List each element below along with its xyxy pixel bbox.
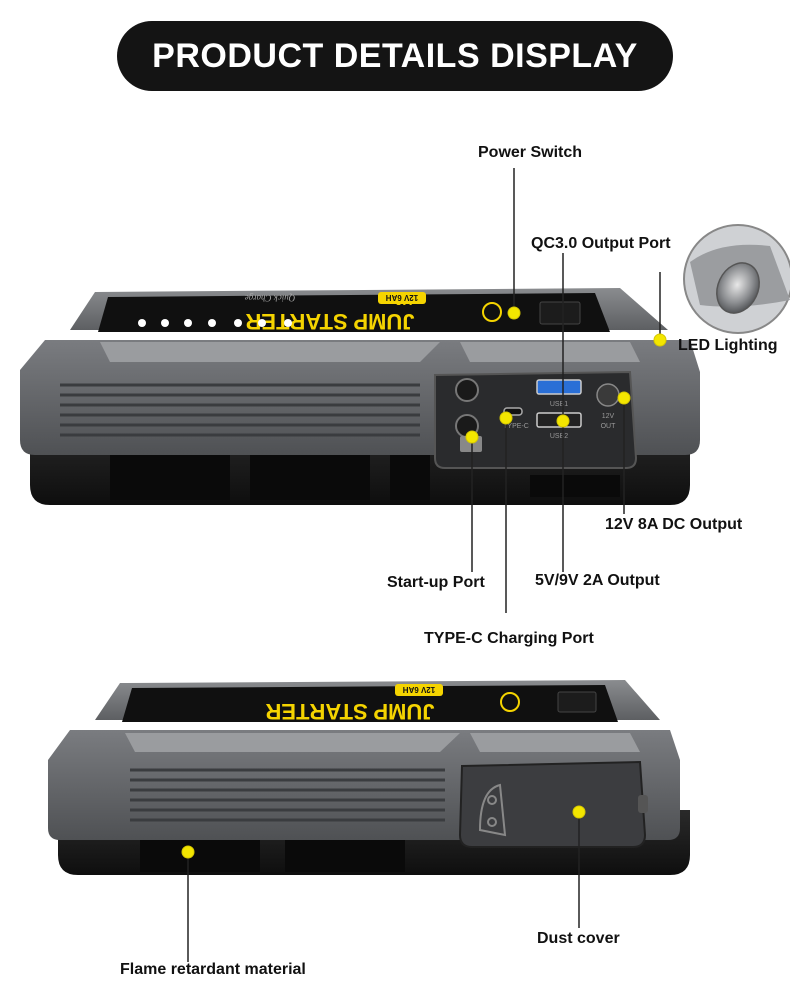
brand-text: JUMP STARTER (245, 309, 414, 334)
spec-text: 12V 6AH (386, 293, 419, 302)
title-banner: PRODUCT DETAILS DISPLAY (117, 21, 673, 91)
dc-output-label: 12V 8A DC Output (605, 516, 743, 533)
qc-output-label: QC3.0 Output Port (531, 235, 671, 252)
page-title: PRODUCT DETAILS DISPLAY (152, 36, 638, 75)
usb2-label: USB2 (550, 433, 568, 440)
led-lens-inset (683, 224, 790, 334)
callout-dots-bottom (181, 805, 586, 859)
startup-port-upper[interactable] (455, 378, 479, 402)
startup-port-label: Start-up Port (387, 574, 485, 591)
dc-out-label: OUT (601, 423, 617, 430)
dc-12v-label: 12V (602, 413, 615, 420)
dc-output-port[interactable] (596, 383, 620, 407)
usb-output-label: 5V/9V 2A Output (535, 572, 660, 589)
tagline-text: Quick Charge (245, 293, 295, 303)
callout-leaders-top (471, 168, 661, 613)
vent-grille-side (130, 768, 445, 822)
dust-cover-label: Dust cover (537, 930, 620, 947)
dust-cover-tab[interactable] (638, 795, 648, 813)
power-switch-label: Power Switch (478, 144, 583, 161)
typec-port-label: TYPE-C (503, 423, 529, 430)
usb1-label: USB1 (550, 401, 568, 408)
device-side-view: JUMP STARTER 12V 6AH (48, 680, 690, 875)
dust-cover[interactable] (458, 760, 647, 848)
led-lighting-label: LED Lighting (678, 337, 778, 354)
usb1-port[interactable] (536, 379, 582, 395)
spec-text-side: 12V 6AH (403, 685, 436, 694)
power-switch-icon[interactable] (482, 302, 502, 322)
typec-port-label-callout: TYPE-C Charging Port (424, 630, 594, 647)
callout-dots-top (465, 306, 667, 444)
callout-leaders-bottom (187, 812, 580, 962)
power-switch-icon-side (500, 692, 520, 712)
car-icon (478, 783, 507, 837)
panel-indicator-icons (138, 319, 292, 327)
vent-grille (60, 383, 420, 437)
brand-text-side: JUMP STARTER (265, 699, 434, 724)
device-front-view: JUMP STARTER A18 12V 6AH Quick Charge (20, 288, 700, 505)
led-lens-icon (716, 262, 760, 314)
flame-material-label: Flame retardant material (120, 961, 306, 978)
